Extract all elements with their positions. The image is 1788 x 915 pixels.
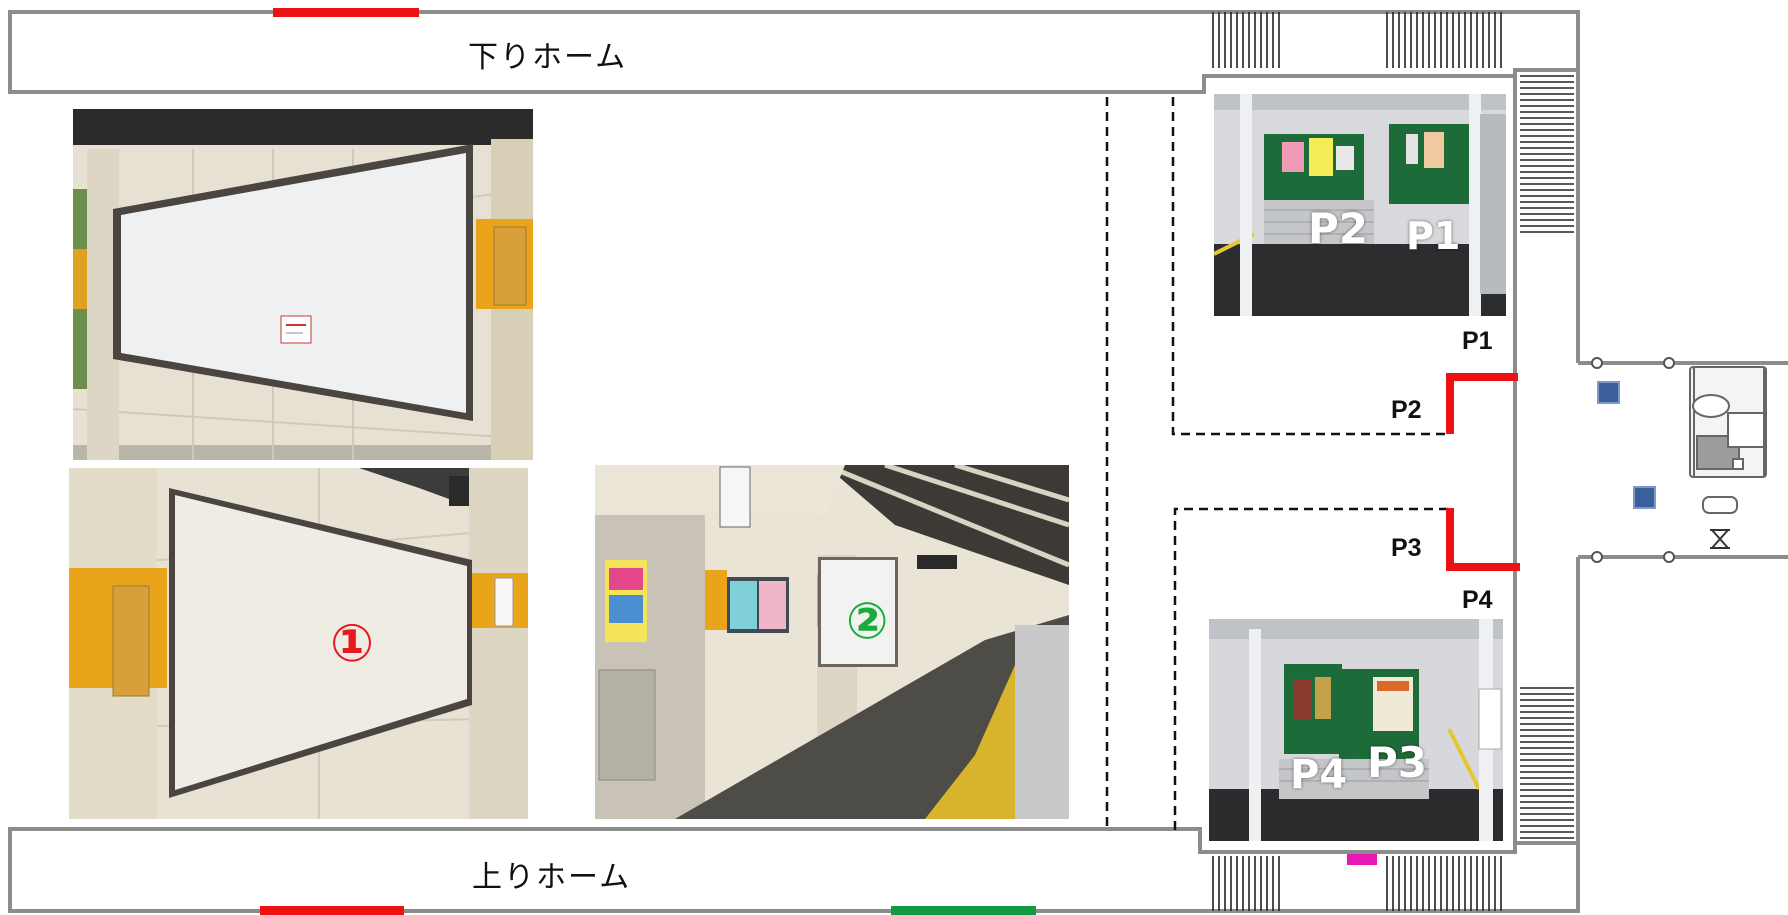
board-label-p3: P3 <box>1391 534 1422 562</box>
photo-tag-p3: P3 <box>1367 738 1428 787</box>
up-platform-label: 上りホーム <box>472 860 632 895</box>
photo-tag-p4: P4 <box>1290 752 1348 798</box>
marker-one: ① <box>330 614 375 674</box>
down-platform <box>8 10 1580 94</box>
gate-machine-icon <box>1689 366 1767 549</box>
dashed-area-lower <box>1173 507 1448 830</box>
staircase-side-top <box>1520 75 1574 233</box>
location-bar-up-two <box>891 906 1036 915</box>
photo-booth-p3-p4 <box>1209 619 1503 841</box>
staircase-bottom <box>1212 856 1502 911</box>
photo-tag-p2: P2 <box>1308 204 1369 253</box>
photo-booth-p1-p2 <box>1214 94 1506 316</box>
kiosk-square-lower <box>1633 486 1656 509</box>
gate-posts <box>1591 357 1675 563</box>
staircase-top <box>1212 12 1502 68</box>
location-bar-magenta <box>1347 854 1377 865</box>
board-label-p1: P1 <box>1462 327 1493 355</box>
kiosk-square-upper <box>1597 381 1620 404</box>
photo-tag-p1: P1 <box>1406 214 1461 258</box>
board-marker-p1-p2 <box>1446 373 1518 434</box>
board-label-p2: P2 <box>1391 396 1422 424</box>
staircase-side-bottom <box>1520 687 1574 839</box>
board-label-p4: P4 <box>1462 586 1493 614</box>
up-platform <box>8 827 1580 913</box>
photo-corridor-two <box>595 465 1069 819</box>
dashed-area-upper <box>1171 97 1448 436</box>
photo-wall-board-top <box>73 109 533 460</box>
location-bar-down <box>273 8 419 17</box>
photo-wall-board-one <box>69 468 528 819</box>
location-bar-up-one <box>260 906 404 915</box>
marker-two: ② <box>846 592 889 650</box>
board-marker-p3-p4 <box>1446 508 1520 571</box>
down-platform-label: 下りホーム <box>468 40 628 75</box>
